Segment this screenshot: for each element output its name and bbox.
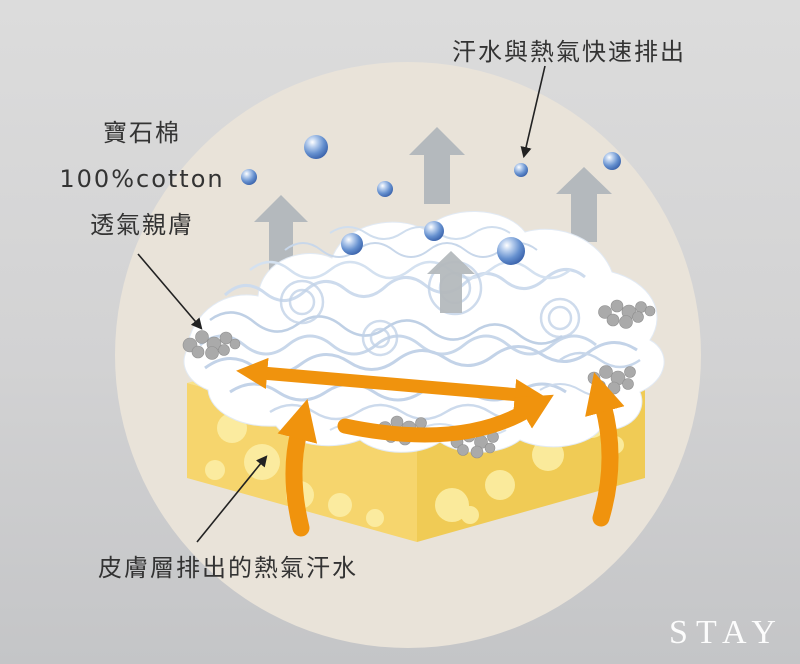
- airflow-rise-arrow-icon: [585, 372, 625, 527]
- water-droplet-icon: [304, 135, 328, 159]
- water-droplet-icon: [603, 152, 621, 170]
- pointer-line-sweat: [520, 65, 546, 159]
- label-cotton-block: 寶石棉 100%cotton 透氣親膚: [32, 110, 252, 248]
- airflow-sweep-arrow-icon: [337, 394, 554, 443]
- water-droplet-icon: [377, 181, 393, 197]
- pointer-line-skin: [196, 455, 268, 543]
- label-sweat-heat-out: 汗水與熱氣快速排出: [452, 38, 686, 66]
- label-cotton-name: 寶石棉: [103, 119, 181, 147]
- pointer-line-cotton: [137, 253, 203, 330]
- pointer-lines: [137, 65, 546, 543]
- water-droplet-icon: [424, 221, 444, 241]
- label-skin-heat: 皮膚層排出的熱氣汗水: [98, 554, 358, 582]
- vapor-arrow-icon: [409, 127, 465, 204]
- water-droplet-icon: [341, 233, 363, 255]
- airflow-rise-arrow-icon: [277, 399, 318, 537]
- water-droplets: [241, 135, 621, 265]
- fiber-cluster: [182, 330, 241, 360]
- label-cotton-material: 100%cotton: [59, 165, 225, 193]
- vapor-arrows: [254, 127, 612, 270]
- airflow-arrows: [236, 357, 625, 537]
- water-droplet-icon: [514, 163, 528, 177]
- vapor-arrow-icon: [427, 251, 475, 313]
- airflow-horizontal-arrow-icon: [236, 357, 546, 411]
- fiber-cluster: [598, 299, 656, 329]
- vapor-arrow-icon: [254, 195, 308, 270]
- vapor-arrow-icon: [556, 167, 612, 242]
- water-droplet-icon: [241, 169, 257, 185]
- watermark-stay: STAY: [669, 614, 784, 651]
- water-droplet-icon: [497, 237, 525, 265]
- label-cotton-breathable: 透氣親膚: [90, 211, 194, 239]
